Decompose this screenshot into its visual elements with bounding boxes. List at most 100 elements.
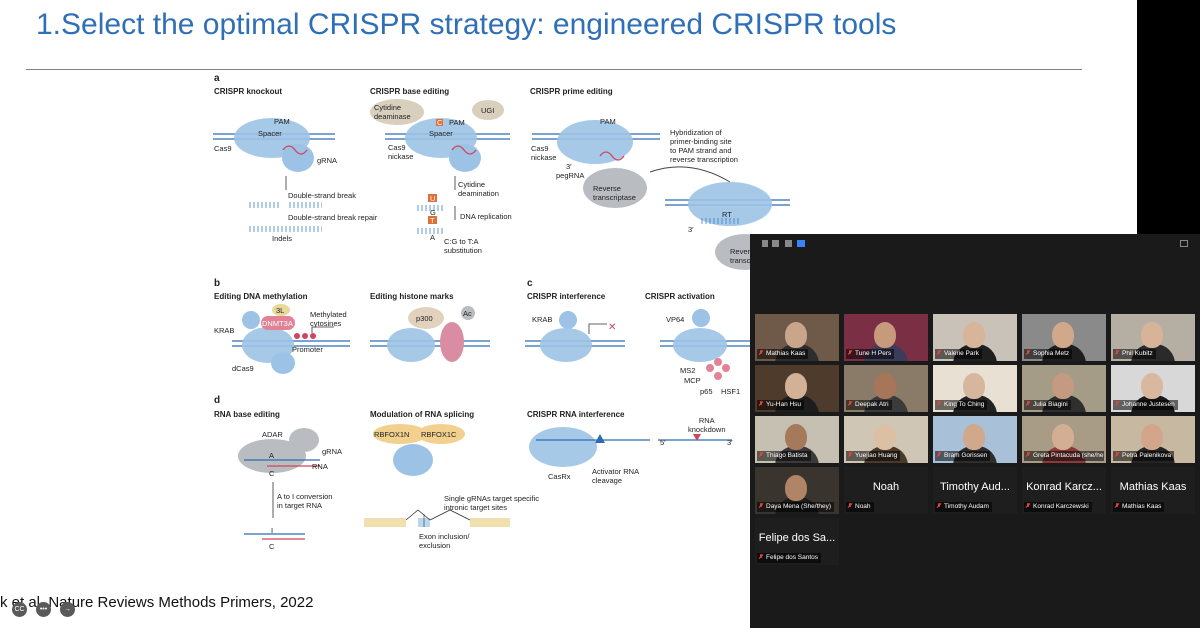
label-vp64: VP64 (666, 315, 685, 324)
label-c-rna-2: C (269, 542, 275, 551)
muted-mic-icon (759, 554, 763, 560)
participant-tile[interactable]: Thiago Batista (755, 416, 839, 463)
participant-name: Petra Palenikova (1122, 452, 1172, 459)
citation: k et al. Nature Reviews Methods Primers,… (0, 594, 314, 611)
participant-tile[interactable]: King To Ching (933, 365, 1017, 412)
participant-name-tag: Yu-Han Hsu (757, 400, 805, 410)
participant-name: Daya Mena (She/they) (766, 503, 832, 510)
label-3prime-2: 3′ (688, 225, 694, 234)
participant-name-tag: Konrad Karczewski (1024, 502, 1092, 512)
muted-mic-icon (1026, 350, 1030, 356)
muted-mic-icon (937, 401, 941, 407)
cc-button[interactable]: CC (12, 602, 27, 617)
muted-mic-icon (848, 350, 852, 356)
crispra-schematic (660, 309, 750, 380)
label-hybridization: Hybridization of primer-binding site to … (670, 128, 738, 164)
participant-tile[interactable]: Timothy Aud...Timothy Audam (933, 467, 1017, 514)
label-cytidine-deamination: Cytidine deamination (458, 180, 499, 198)
muted-mic-icon (759, 401, 763, 407)
participant-face (1141, 424, 1163, 450)
muted-mic-icon (1115, 503, 1119, 509)
participant-name: Felipe dos Santos (766, 554, 819, 561)
muted-mic-icon (759, 503, 763, 509)
more-label: ••• (39, 606, 48, 613)
participant-face (963, 322, 985, 348)
rna-interference-schematic (529, 427, 732, 467)
participant-tile[interactable]: Sophia Metz (1022, 314, 1106, 361)
participant-face (1052, 373, 1074, 399)
participant-name-tag: Deepak Atri (846, 400, 892, 410)
label-rt: RT (722, 210, 732, 219)
participant-tile[interactable]: Mathias Kaas (755, 314, 839, 361)
participant-face (963, 424, 985, 450)
participant-name: Yu-Han Hsu (766, 401, 802, 408)
participant-face (1052, 424, 1074, 450)
participant-name: Konrad Karczewski (1033, 503, 1089, 510)
minimize-icon[interactable] (762, 240, 768, 247)
participant-tile[interactable]: Yuejiao Huang (844, 416, 928, 463)
participant-name: Bram Gorissen (944, 452, 988, 459)
gallery-view-icon[interactable] (797, 240, 805, 247)
participant-tile[interactable]: Phil Kubitz (1111, 314, 1195, 361)
participant-tile[interactable]: Tune H Pers (844, 314, 928, 361)
label-dsb: Double-strand break (288, 191, 356, 200)
participant-display-name: Noah (872, 481, 900, 493)
participant-tile[interactable]: Bram Gorissen (933, 416, 1017, 463)
participant-name-tag: Noah (846, 502, 874, 512)
participant-tile[interactable]: Petra Palenikova (1111, 416, 1195, 463)
participant-name: King To Ching (944, 401, 985, 408)
label-cas9-nickase: Cas9 nickase (388, 143, 414, 161)
participant-tile[interactable]: Greta Pintacuda (she/he... (1022, 416, 1106, 463)
more-button[interactable]: ••• (36, 602, 51, 617)
participant-name: Mathias Kaas (766, 350, 806, 357)
participant-tile[interactable]: Felipe dos Sa...Felipe dos Santos (755, 518, 839, 565)
label-a-rna: A (269, 451, 275, 460)
label-spacer-base: Spacer (429, 129, 453, 138)
participant-name: Mathias Kaas (1122, 503, 1162, 510)
participant-tile[interactable]: Yu-Han Hsu (755, 365, 839, 412)
participant-tile[interactable]: Valerie Park (933, 314, 1017, 361)
participant-display-name: Konrad Karcz... (1026, 481, 1102, 493)
heading-base-editing: CRISPR base editing (370, 87, 450, 96)
label-mcp: MCP (684, 376, 701, 385)
strip-view-icon[interactable] (785, 240, 792, 247)
participant-tile[interactable]: Johanne Justesen (1111, 365, 1195, 412)
label-dnmt3a: DNMT3A (262, 319, 293, 328)
gallery-toolbar (750, 234, 1200, 254)
participant-name: Greta Pintacuda (she/he... (1033, 452, 1104, 459)
speaker-view-icon[interactable] (772, 240, 779, 247)
label-g: G (430, 208, 436, 217)
label-rna-knockdown: RNA knockdown (688, 416, 726, 434)
participant-face (963, 373, 985, 399)
participant-tile[interactable]: Julia Biagini (1022, 365, 1106, 412)
label-reverse-transcriptase: Reverse transcriptase (593, 184, 636, 202)
label-grna: gRNA (317, 156, 338, 165)
exit-fullscreen-icon[interactable] (1180, 240, 1188, 247)
muted-mic-icon (848, 401, 852, 407)
participant-face (1052, 322, 1074, 348)
label-rna: RNA (312, 462, 328, 471)
participant-name-tag: Mathias Kaas (757, 349, 809, 359)
participant-tile[interactable]: Daya Mena (She/they) (755, 467, 839, 514)
label-krab: KRAB (214, 326, 235, 335)
label-pam-base: PAM (449, 118, 465, 127)
muted-mic-icon (848, 503, 852, 509)
panel-letter-d: d (214, 395, 221, 406)
label-rbfox1n: RBFOX1N (374, 430, 410, 439)
participant-tile[interactable]: Deepak Atri (844, 365, 928, 412)
participant-face (874, 322, 896, 348)
next-slide-button[interactable]: → (60, 602, 75, 617)
participant-face (785, 322, 807, 348)
participant-tile[interactable]: Konrad Karcz... Konrad Karczewski (1022, 467, 1106, 514)
participant-name: Deepak Atri (855, 401, 889, 408)
base-editing-schematic (370, 99, 510, 234)
participant-name-tag: Bram Gorissen (935, 451, 991, 461)
participant-name: Timothy Audam (944, 503, 989, 510)
label-cas9: Cas9 (214, 144, 232, 153)
participant-name: Valerie Park (944, 350, 979, 357)
label-spacer: Spacer (258, 129, 282, 138)
label-dsb-repair: Double-strand break repair (288, 213, 378, 222)
